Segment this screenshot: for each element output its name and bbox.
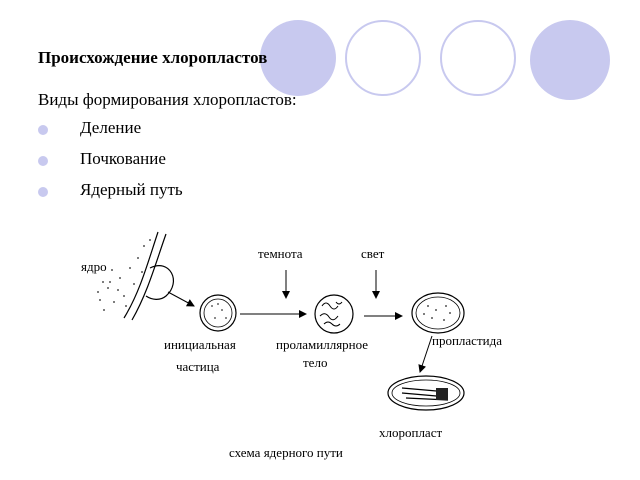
- prolamellar-body-drawing: [314, 294, 354, 334]
- diagram-caption: схема ядерного пути: [229, 445, 343, 460]
- decor-circle-2: [345, 20, 421, 96]
- label-initial-particle: инициальная: [164, 337, 236, 352]
- bullet-icon: [38, 187, 48, 197]
- label-prolamellar-body-2: тело: [303, 355, 327, 370]
- decor-circle-3: [440, 20, 516, 96]
- bullet-icon: [38, 125, 48, 135]
- label-prolamellar-body: проламиллярное: [276, 337, 368, 352]
- page-title: Происхождение хлоропластов: [38, 48, 268, 67]
- decor-circle-1: [260, 20, 336, 96]
- label-darkness: темнота: [258, 246, 303, 261]
- bullet-icon: [38, 156, 48, 166]
- proplastid-drawing: [411, 292, 465, 334]
- label-proplastid: пропластида: [432, 333, 502, 348]
- label-light: свет: [361, 246, 385, 261]
- label-nucleus: ядро: [81, 259, 107, 274]
- label-chloroplast: хлоропласт: [379, 425, 442, 440]
- arrow: [167, 291, 195, 307]
- initial-particle-drawing: [199, 294, 237, 332]
- chloroplast-drawing: [387, 375, 465, 411]
- arrow: [418, 335, 433, 373]
- decor-circle-4: [530, 20, 610, 100]
- nucleus-drawing: [97, 231, 175, 321]
- page-subtitle: Виды формирования хлоропластов:: [38, 90, 297, 109]
- label-initial-particle-2: частица: [176, 359, 220, 374]
